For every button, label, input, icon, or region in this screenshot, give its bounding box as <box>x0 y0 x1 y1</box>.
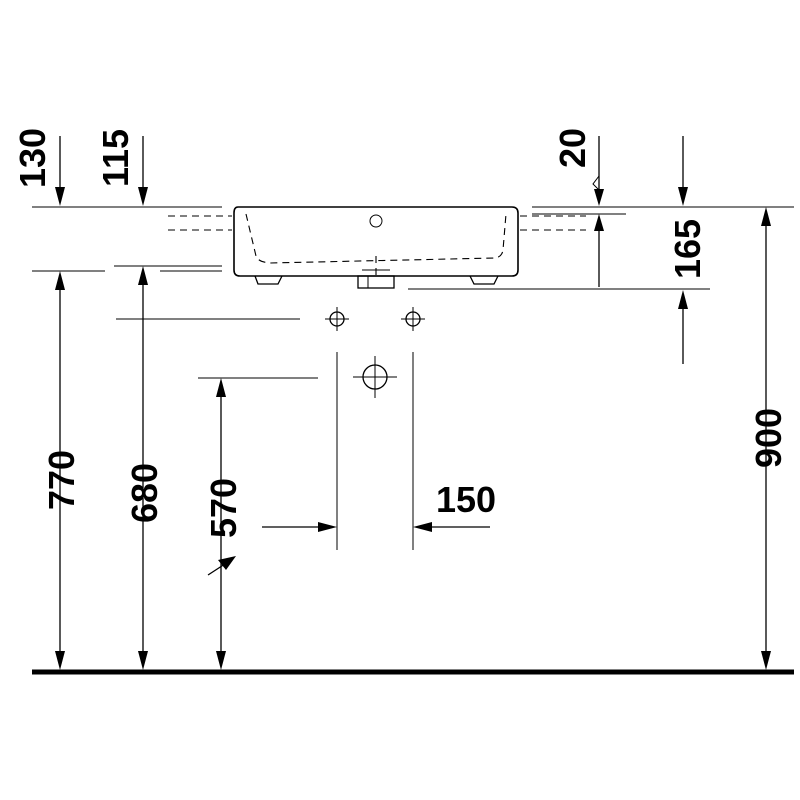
arrowhead-150-left <box>318 522 337 532</box>
pointer-arrow-icon <box>207 556 236 576</box>
arrowhead-130 <box>55 187 65 206</box>
dim-label-115: 115 <box>95 129 136 187</box>
arrowhead-165-bottom <box>678 290 688 309</box>
basin-foot-right <box>469 275 499 285</box>
basin-outline <box>233 206 519 277</box>
arrowhead-900-top <box>761 207 771 226</box>
arrowhead-115 <box>138 187 148 206</box>
arrowhead-150-right <box>413 522 432 532</box>
dim-label-770: 770 <box>41 450 82 510</box>
drain-outlet <box>357 275 395 289</box>
arrowhead-770-top <box>55 271 65 290</box>
arrowhead-680-top <box>138 266 148 285</box>
arrowhead-770-bottom <box>55 651 65 670</box>
arrowhead-570-bottom <box>216 651 226 670</box>
supply-valve-left <box>325 307 349 331</box>
arrowhead-900-bottom <box>761 651 771 670</box>
arrowhead-680-bottom <box>138 651 148 670</box>
washbasin <box>168 206 586 289</box>
arrowhead-20-bottom <box>594 214 604 231</box>
dim-label-900: 900 <box>748 408 789 468</box>
dim-20-leader-hook <box>592 175 600 191</box>
basin-bowl-hidden-line <box>245 213 507 264</box>
arrowhead-20-top <box>594 189 604 206</box>
dim-label-165: 165 <box>667 219 708 279</box>
dim-label-570: 570 <box>203 478 244 538</box>
basin-foot-left <box>254 275 283 285</box>
dim-label-680: 680 <box>124 463 165 523</box>
dim-label-150: 150 <box>436 479 496 520</box>
dim-label-130: 130 <box>12 128 53 188</box>
supply-valve-right <box>401 307 425 331</box>
wall-drain <box>353 356 397 398</box>
overflow-hole <box>369 214 383 228</box>
arrowhead-570-top <box>216 378 226 397</box>
dim-label-20: 20 <box>552 128 593 168</box>
arrowhead-165-top <box>678 187 688 206</box>
